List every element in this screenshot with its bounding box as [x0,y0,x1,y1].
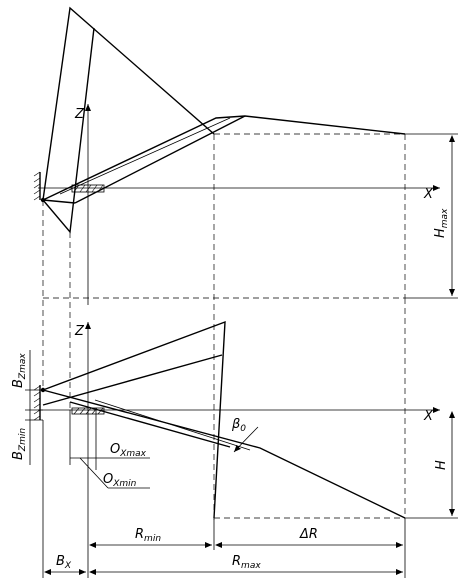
beta-arc [233,426,259,453]
side-beam-lower [69,401,231,448]
top-wing-outer-edge [42,6,215,201]
side-beam-inner [94,399,251,451]
side-beam-upper [42,389,406,519]
side-view: X Z BZmax BZmin OXmax OXmin β0 H [11,320,458,519]
oxmin-label: OXmin [103,472,137,489]
top-beam-lower [74,115,246,204]
bzmin-label: BZmin [11,428,28,460]
oxmax-label: OXmax [110,442,147,459]
side-wing-upper [42,320,226,519]
top-beam [42,115,406,201]
bx-label: BX [56,554,72,571]
top-view: X Z Hmax [33,6,458,305]
bzmax-label: BZmax [11,353,28,388]
bottom-dimensions: Rmin ΔR BX Rmax [42,420,406,578]
oxmin-leader [79,457,109,489]
top-x-label: X [423,187,434,202]
side-x-label: X [423,409,434,424]
top-beam-link [42,199,76,204]
top-bar-hatch [73,184,104,193]
hmax-label: Hmax [433,208,450,238]
rmin-label: Rmin [135,527,161,544]
top-beam-mid [59,117,231,195]
projection-lines [42,133,406,520]
rmax-label: Rmax [232,554,261,571]
side-bar-hatch [73,407,104,415]
side-z-label: Z [74,324,85,339]
delta-r-label: ΔR [299,527,318,542]
top-z-label: Z [74,107,85,122]
side-wing-mid [42,354,223,406]
top-hinge-hatch [33,171,41,201]
side-hinge-hatch [33,385,41,421]
beta-label: β0 [231,417,246,434]
h-label: H [434,460,449,470]
